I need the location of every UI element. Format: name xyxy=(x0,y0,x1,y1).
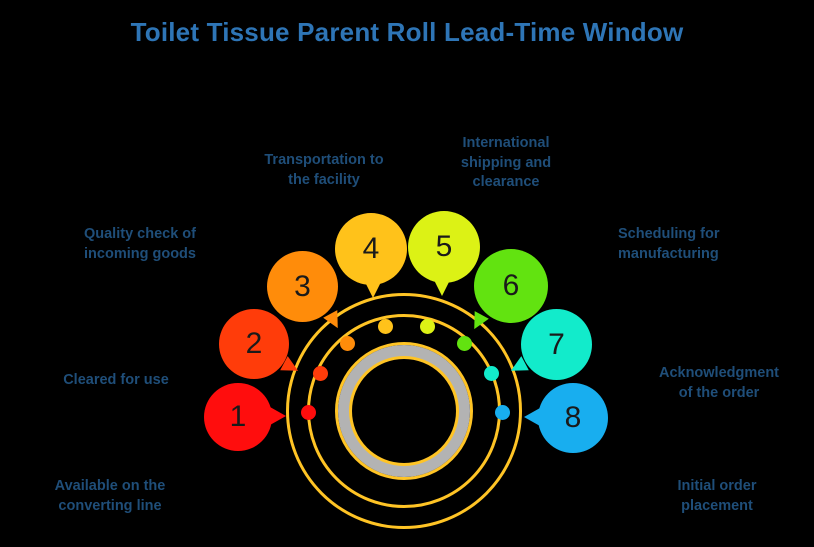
outer-ring xyxy=(286,293,522,529)
step-bubble-6[interactable]: 6 xyxy=(467,249,548,333)
step-bubble-4[interactable]: 4 xyxy=(335,213,407,298)
step-bubble-8[interactable]: 8 xyxy=(524,383,608,453)
caption-quality-check: Quality check of incoming goods xyxy=(83,226,196,262)
step-dot-2 xyxy=(313,366,328,381)
bubble-tail-8 xyxy=(524,408,540,426)
step-dot-7 xyxy=(484,366,499,381)
step-bubble-2[interactable]: 2 xyxy=(219,309,302,379)
step-dot-3 xyxy=(340,336,355,351)
step-number-5: 5 xyxy=(435,230,453,263)
step-dot-1 xyxy=(301,405,316,420)
caption-scheduling: Scheduling for manufacturing xyxy=(618,226,720,262)
step-number-7: 7 xyxy=(548,327,565,361)
caption-acknowledgment: Acknowledgment of the order xyxy=(658,365,780,401)
caption-available-converting: Available on the converting line xyxy=(54,478,166,514)
caption-transportation: Transportation to the facility xyxy=(264,152,384,188)
caption-cleared-for-use: Cleared for use xyxy=(63,372,169,388)
step-bubble-3[interactable]: 3 xyxy=(267,251,345,332)
step-bubble-7[interactable]: 7 xyxy=(507,309,592,380)
step-bubble-5[interactable]: 5 xyxy=(408,211,480,296)
step-number-8: 8 xyxy=(564,401,582,434)
bubble-tail-1 xyxy=(270,407,286,425)
step-dot-5 xyxy=(420,319,435,334)
step-dot-6 xyxy=(457,336,472,351)
inner-ring-outer-edge xyxy=(335,342,473,480)
step-number-6: 6 xyxy=(502,269,520,302)
step-number-3: 3 xyxy=(294,269,311,303)
bubble-tail-5 xyxy=(434,280,450,296)
step-number-2: 2 xyxy=(245,327,263,360)
caption-initial-order: Initial order placement xyxy=(677,478,757,514)
page-title: Toilet Tissue Parent Roll Lead-Time Wind… xyxy=(130,17,684,47)
step-bubble-1[interactable]: 1 xyxy=(204,383,286,451)
step-number-4: 4 xyxy=(362,232,380,265)
step-dot-4 xyxy=(378,319,393,334)
inner-ring-inner-edge xyxy=(349,356,459,466)
step-number-1: 1 xyxy=(229,400,247,433)
step-dot-8 xyxy=(495,405,510,420)
bubble-tail-4 xyxy=(365,282,381,298)
caption-international-shipping: International shipping and clearance xyxy=(460,135,552,191)
